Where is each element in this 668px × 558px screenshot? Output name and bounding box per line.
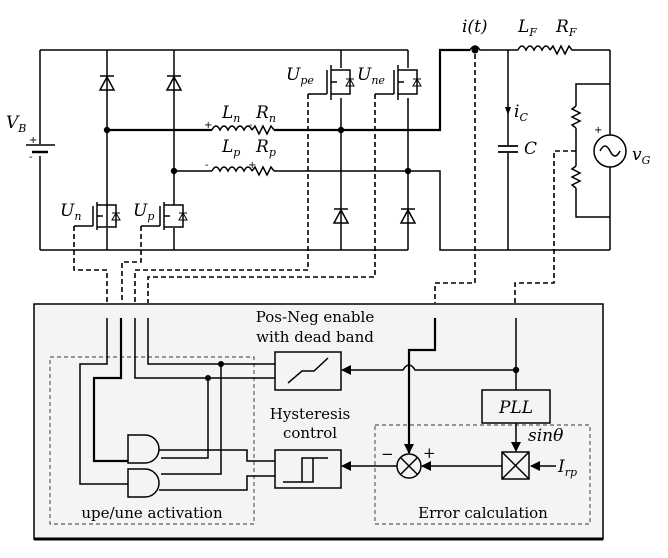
dead-band-icon (287, 357, 329, 384)
gate-line-un (79, 318, 128, 485)
pos-neg-label-line2: with dead band (256, 328, 374, 346)
junction-dot (218, 361, 224, 367)
resistor-rf-icon (549, 44, 610, 56)
battery-minus: - (29, 152, 33, 163)
switch-une-label: Une (357, 65, 385, 87)
error-group-label: Error calculation (418, 504, 548, 522)
capacitor-current-arrow (505, 107, 511, 115)
output-top-wire (469, 45, 518, 51)
resistor-rn-icon (251, 124, 275, 136)
gate-line-up (92, 318, 128, 463)
inductor-ln-label: Ln (221, 103, 240, 125)
error-group-box (374, 424, 591, 525)
activation-group-label: upe/une activation (81, 504, 223, 522)
battery-plus: + (29, 135, 37, 146)
hysteresis-label-line2: control (283, 424, 337, 442)
reference-label: Irp (557, 457, 577, 479)
multiply-icon (501, 451, 530, 480)
pos-neg-label-line1: Pos-Neg enable (256, 308, 375, 326)
resistor-divider-icon (570, 105, 582, 189)
hysteresis-out-1 (159, 449, 275, 462)
capacitor-label: C (524, 139, 537, 159)
mosfet-up-icon (141, 202, 188, 230)
sum-plus-label: + (423, 444, 436, 462)
diode-icon (332, 208, 350, 224)
rn-minus: - (249, 120, 253, 131)
control-box: upe/une activation Error calculation Pos… (33, 303, 604, 541)
diode-icon (98, 75, 116, 91)
capacitor-current-label: iC (514, 102, 528, 124)
mosfet-un-icon (74, 202, 121, 230)
resistor-rn-label: Rn (255, 103, 276, 125)
switch-un-label: Un (60, 201, 81, 223)
pll-label: PLL (498, 398, 533, 418)
activation-group-box (49, 356, 255, 525)
inductor-ln-icon (211, 125, 253, 132)
junction-dot (404, 167, 412, 175)
inductor-lp-label: Lp (221, 137, 240, 159)
mosfet-upe-icon (308, 65, 355, 100)
and-gate-icon (127, 468, 160, 498)
power-stage: VB + - Un (6, 17, 651, 251)
junction-dot (337, 126, 345, 134)
diode-icon (399, 208, 417, 224)
current-sense-label: i(t) (462, 17, 488, 37)
mosfet-une-icon (375, 65, 422, 100)
and-gate-icon (127, 434, 160, 464)
rp-plus: + (248, 160, 256, 171)
ln-plus: + (204, 120, 212, 131)
resistor-rf-label: RF (555, 17, 577, 39)
junction-dot (205, 375, 211, 381)
current-feedback-wire (404, 318, 437, 454)
capacitor-icon (498, 145, 518, 153)
battery-icon (26, 144, 55, 154)
grid-voltage-label: vG (632, 145, 651, 167)
inductor-lf-label: LF (517, 17, 537, 39)
hysteresis-icon (283, 457, 328, 483)
divider-wire (575, 83, 610, 218)
pll-block (481, 389, 551, 424)
inductor-lp-icon (211, 166, 253, 173)
grid-plus: + (594, 125, 602, 136)
switch-up-label: Up (133, 201, 154, 223)
sin-theta-label: sinθ (528, 426, 563, 446)
diode-icon (165, 75, 183, 91)
switch-upe-label: Upe (286, 65, 314, 87)
signal-lines (73, 54, 576, 303)
ac-source-icon (593, 134, 627, 168)
source-label: VB (6, 113, 26, 135)
hysteresis-label-line1: Hysteresis (270, 405, 350, 423)
resistor-rp-label: Rp (255, 137, 276, 159)
resistor-rp-icon (251, 165, 275, 177)
sum-minus-label: − (381, 445, 394, 463)
wire-n-bridge (274, 48, 470, 132)
inductor-lf-icon (517, 45, 551, 52)
lp-minus: - (205, 160, 209, 171)
current-sense-dot (471, 46, 479, 54)
wire-p-bridge (274, 170, 610, 251)
sum-cross-icon (400, 457, 418, 475)
hysteresis-out-2 (159, 475, 275, 491)
